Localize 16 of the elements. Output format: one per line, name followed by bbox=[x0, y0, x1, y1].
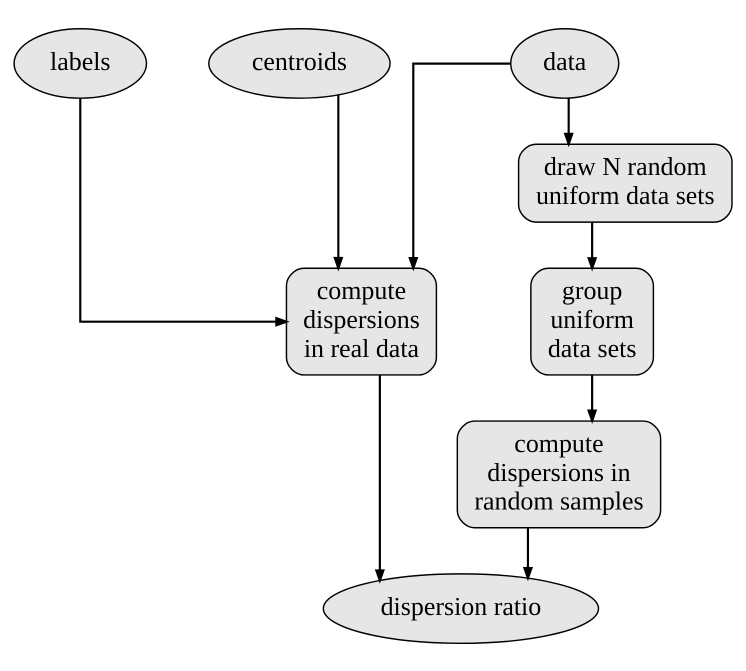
arrow bbox=[564, 98, 574, 147]
node-box: draw N random uniform data sets bbox=[518, 143, 733, 222]
arrow bbox=[79, 98, 290, 326]
node-box: group uniform data sets bbox=[530, 267, 654, 376]
node-ellipse: centroids bbox=[208, 28, 391, 98]
arrow bbox=[374, 375, 385, 584]
node-ellipse: labels bbox=[13, 28, 148, 98]
arrow bbox=[522, 527, 533, 581]
node-ellipse: dispersion ratio bbox=[322, 572, 600, 644]
arrow bbox=[333, 94, 344, 271]
arrow bbox=[587, 374, 598, 424]
arrow bbox=[408, 62, 510, 271]
arrow bbox=[587, 222, 598, 272]
node-box: compute dispersions in real data bbox=[286, 267, 438, 376]
node-box: compute dispersions in random samples bbox=[456, 420, 662, 528]
node-ellipse: data bbox=[510, 28, 620, 98]
